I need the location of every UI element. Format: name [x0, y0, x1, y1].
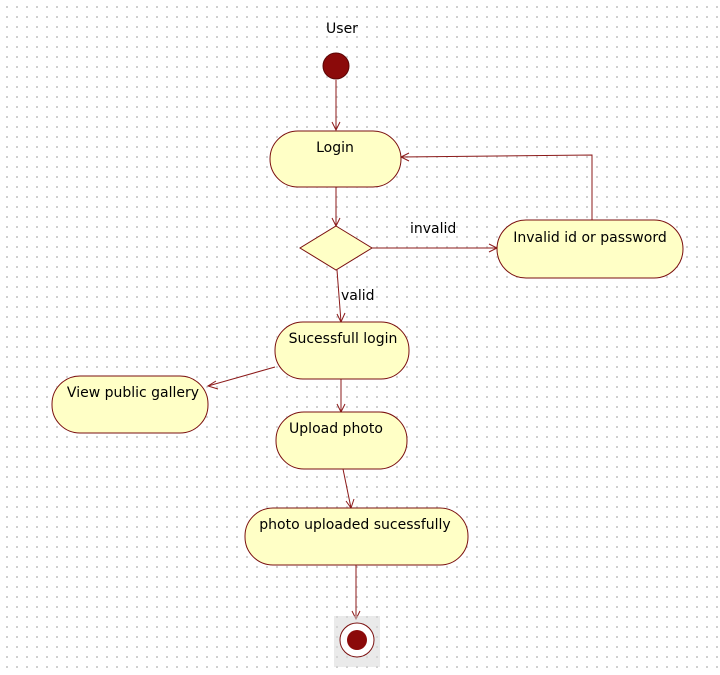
- activity-uploaded: photo uploaded sucessfully: [244, 507, 469, 566]
- edge-label-valid: valid: [341, 288, 375, 304]
- activity-invalid-label: Invalid id or password: [513, 230, 666, 246]
- activity-upload-label: Upload photo: [289, 421, 383, 437]
- activity-uploaded-label: photo uploaded sucessfully: [259, 517, 450, 533]
- activity-upload: Upload photo: [275, 411, 408, 470]
- edge-start-to-login: [331, 80, 341, 132]
- swimlane-label: User: [326, 21, 358, 37]
- activity-invalid: Invalid id or password: [496, 219, 684, 279]
- edge-label-invalid: invalid: [410, 221, 456, 237]
- edge-invalid-to-login: [399, 152, 593, 220]
- activity-gallery-label: View public gallery: [67, 385, 199, 401]
- edge-success-to-gallery: [206, 366, 276, 390]
- activity-login: Login: [269, 130, 402, 188]
- initial-node: [322, 52, 350, 80]
- edge-uploaded-to-end: [351, 565, 361, 621]
- activity-success-label: Sucessfull login: [289, 331, 398, 347]
- activity-gallery: View public gallery: [51, 375, 209, 434]
- decision-node: [299, 225, 373, 271]
- edge-upload-to-uploaded: [342, 468, 355, 510]
- final-node: [334, 616, 380, 667]
- edge-success-to-upload: [336, 379, 346, 414]
- activity-login-label: Login: [316, 140, 354, 156]
- edge-login-to-decision: [331, 187, 341, 228]
- activity-success: Sucessfull login: [274, 321, 410, 380]
- edge-decision-to-invalid: [372, 243, 499, 253]
